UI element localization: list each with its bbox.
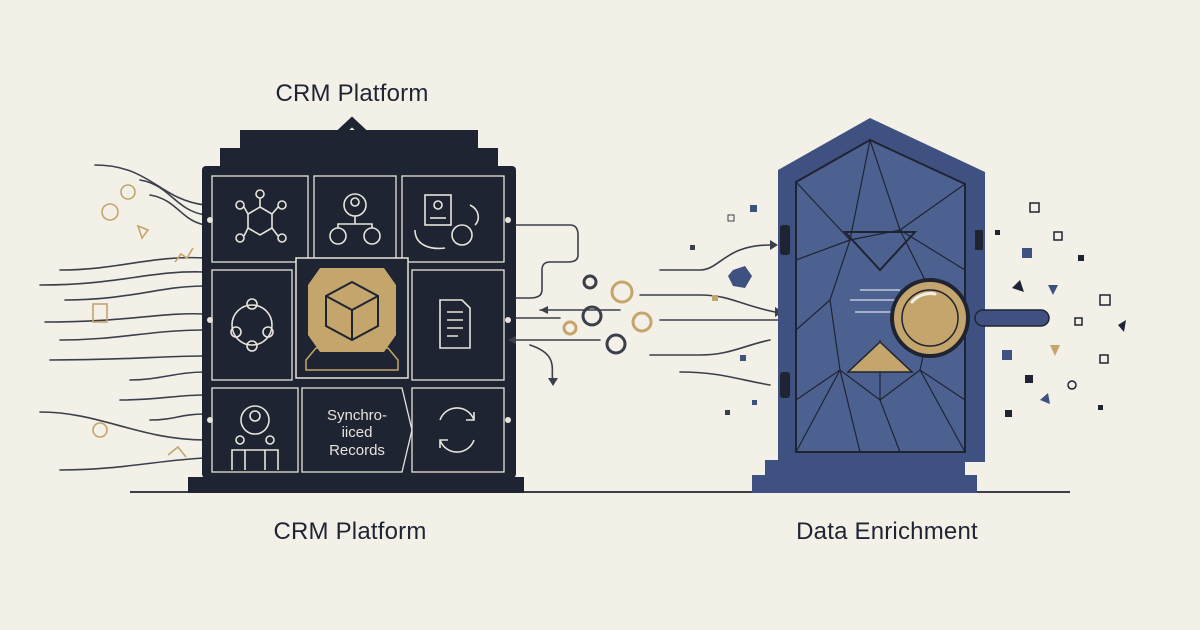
data-enrichment-caption: Data Enrichment [796, 518, 978, 545]
crm-platform-title-top: CRM Platform [275, 80, 429, 107]
gear-icon [631, 311, 653, 333]
gear-icon [120, 184, 136, 200]
crm-platform-caption: CRM Platform [273, 518, 427, 545]
trend-chart-icon [174, 247, 194, 263]
synchronized-records-text: Synchro- iiced Records [327, 407, 387, 459]
incoming-data-lines [39, 164, 206, 471]
gear-icon [101, 203, 119, 221]
people-circle-icon [230, 298, 274, 352]
team-hierarchy-icon [329, 193, 381, 245]
crystal-portal-icon [752, 118, 985, 493]
hourglass-funnel-icon [846, 340, 914, 373]
document-icon [92, 303, 108, 323]
flow-particles [690, 205, 757, 415]
synced-line-2: iiced [342, 424, 373, 441]
gear-icon [92, 422, 108, 438]
sync-flow-lines [511, 224, 781, 386]
outgoing-particles [995, 202, 1126, 417]
crm-building: Synchro- iiced Records [188, 116, 524, 493]
refresh-cycle-icon [439, 407, 475, 453]
hexagon-icon [728, 266, 752, 288]
incoming-data-icons [92, 184, 194, 458]
network-hub-icon [235, 189, 287, 243]
flow-gears [562, 274, 653, 355]
synced-line-3: Records [329, 442, 385, 459]
trend-chart-icon [167, 445, 187, 458]
gear-icon [610, 280, 634, 304]
presenter-team-icon [231, 405, 279, 470]
particle-square-icon [136, 224, 150, 240]
magnifying-glass-icon [890, 278, 1050, 358]
gear-icon [605, 333, 627, 355]
gear-icon [562, 320, 578, 336]
document-icon [439, 299, 471, 349]
gear-icon [582, 274, 598, 290]
synced-line-1: Synchro- [327, 407, 387, 424]
cube-core-icon [295, 257, 409, 379]
contact-card-sync-icon [414, 194, 480, 250]
gear-icon [581, 305, 603, 327]
